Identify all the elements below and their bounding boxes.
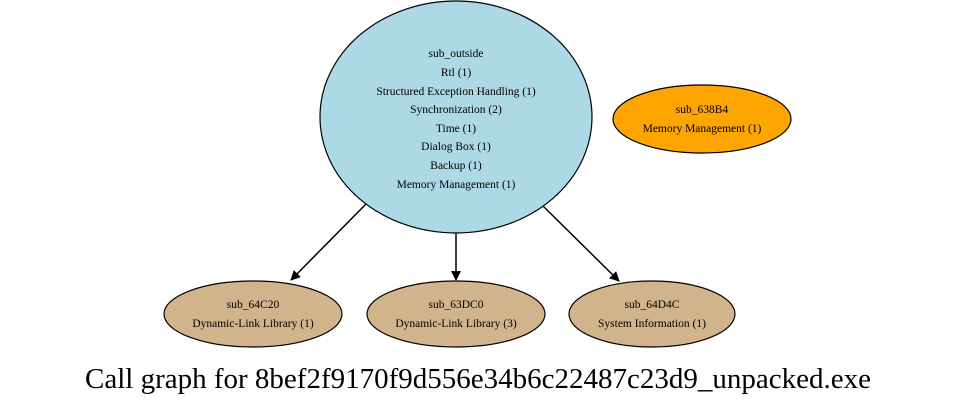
node-shape — [612, 84, 792, 154]
edge-sub_outside-sub_64C20 — [290, 203, 367, 281]
edge-sub_outside-sub_64D4C — [542, 205, 620, 282]
node-shape — [568, 280, 736, 348]
node-category: Memory Management (1) — [397, 179, 516, 191]
node-sub_64C20[interactable]: sub_64C20 Dynamic-Link Library (1) — [163, 280, 343, 348]
node-shape — [319, 0, 593, 234]
node-category: Structured Exception Handling (1) — [376, 86, 536, 98]
node-category: Dynamic-Link Library (3) — [395, 318, 517, 330]
node-category: Synchronization (2) — [410, 104, 502, 116]
node-label: sub_638B4 — [676, 104, 729, 116]
node-label: sub_outside — [429, 48, 484, 60]
node-label: sub_64C20 — [227, 299, 280, 311]
node-label: sub_63DC0 — [429, 299, 484, 311]
node-category: Memory Management (1) — [643, 123, 762, 135]
node-shape — [366, 280, 546, 348]
node-category: Dynamic-Link Library (1) — [192, 318, 314, 330]
node-category: Dialog Box (1) — [421, 141, 491, 153]
node-category: System Information (1) — [598, 318, 706, 330]
node-sub_outside[interactable]: sub_outside Rtl (1) Structured Exception… — [319, 0, 593, 234]
node-label: sub_64D4C — [625, 299, 680, 311]
node-sub_64D4C[interactable]: sub_64D4C System Information (1) — [568, 280, 736, 348]
node-sub_63DC0[interactable]: sub_63DC0 Dynamic-Link Library (3) — [366, 280, 546, 348]
node-category: Time (1) — [436, 123, 476, 135]
graph-title: Call graph for 8bef2f9170f9d556e34b6c224… — [85, 363, 871, 395]
node-sub_638B4[interactable]: sub_638B4 Memory Management (1) — [612, 84, 792, 154]
node-category: Backup (1) — [430, 160, 482, 172]
node-category: Rtl (1) — [441, 67, 472, 79]
edges — [290, 203, 620, 282]
node-shape — [163, 280, 343, 348]
